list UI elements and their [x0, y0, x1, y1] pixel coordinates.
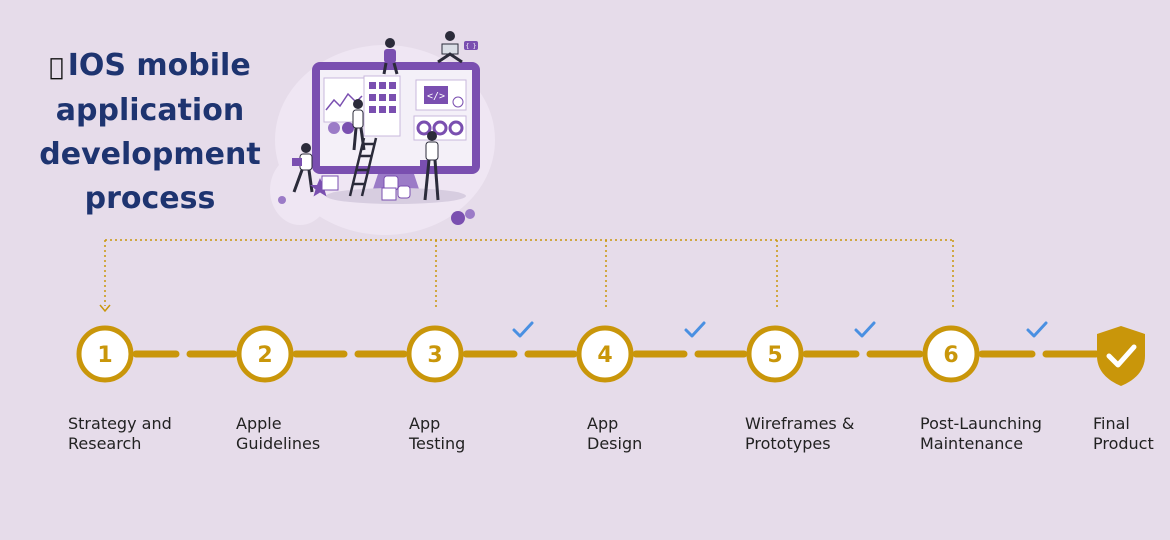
person-on-ladder [352, 99, 366, 151]
person-with-clipboard [420, 131, 440, 201]
step-node: 6 [922, 325, 980, 383]
code-icon [424, 86, 448, 104]
step-node: 1 [76, 325, 134, 383]
gear-icon [452, 96, 464, 108]
step-number: 1 [97, 343, 112, 368]
shield-check-icon [1097, 326, 1145, 386]
image-icon [321, 175, 339, 191]
final-product-node [1097, 326, 1145, 386]
image-icon [381, 187, 397, 201]
title-line: IOS mobile [60, 48, 251, 83]
small-code-tag: { } [466, 43, 477, 50]
person-top-right [437, 31, 463, 64]
apple-logo-icon:  [49, 53, 63, 81]
step-number: 4 [597, 343, 612, 368]
checkmark-icon [854, 321, 876, 338]
gear-icon [465, 209, 475, 219]
app-icon [389, 82, 396, 89]
ladder [348, 137, 378, 197]
step-label: Post-Launching Maintenance [920, 414, 1042, 453]
checkmark-icon [512, 321, 534, 338]
step-label: Wireframes & Prototypes [745, 414, 855, 453]
arrow-down-icon [99, 304, 111, 313]
step-label: Apple Guidelines [236, 414, 321, 453]
person-with-laptop [292, 143, 314, 193]
star-icon [310, 178, 330, 197]
code-bubble-icon [464, 41, 478, 50]
app-icon [389, 106, 396, 113]
step-number: 6 [943, 343, 958, 368]
gear-icon [278, 196, 286, 204]
step-label: Final Product [1093, 414, 1154, 453]
checkmark-icon [1026, 321, 1048, 338]
person-top-left [382, 38, 399, 75]
step-node: 3 [406, 325, 464, 383]
app-icon [379, 94, 386, 101]
app-icon [389, 94, 396, 101]
pie-chart-icon [342, 122, 354, 134]
pie-chart-icon [328, 122, 340, 134]
app-icon [379, 82, 386, 89]
step-label: Strategy and Research [68, 414, 172, 453]
donut-chart-icon [448, 120, 464, 136]
donut-chart-icon [416, 120, 432, 136]
step-number: 5 [767, 343, 782, 368]
step-number: 3 [427, 343, 442, 368]
title-line: application [55, 93, 245, 128]
checkmark-icon [1106, 344, 1137, 368]
app-icon [369, 82, 376, 89]
step-label: App Design [587, 414, 643, 453]
step-label: App Testing [409, 414, 466, 453]
page-title: IOS mobile application development proc… [30, 44, 270, 221]
chart-panel [413, 115, 467, 141]
developer-illustration: </> [270, 31, 495, 235]
phone-icon [397, 185, 411, 199]
step-node: 5 [746, 325, 804, 383]
app-icon [369, 106, 376, 113]
app-icon [369, 94, 376, 101]
step-node: 4 [576, 325, 634, 383]
checkmark-icon [684, 321, 706, 338]
step-node: 2 [236, 325, 294, 383]
illustration-blob [270, 155, 330, 225]
step-number: 2 [257, 343, 272, 368]
code-tag: </> [427, 91, 445, 102]
feedback-connector [104, 239, 954, 310]
gear-icon [451, 211, 465, 225]
app-icon [379, 106, 386, 113]
donut-chart-icon [432, 120, 448, 136]
title-line: process [84, 181, 216, 216]
title-line: development [39, 137, 261, 172]
